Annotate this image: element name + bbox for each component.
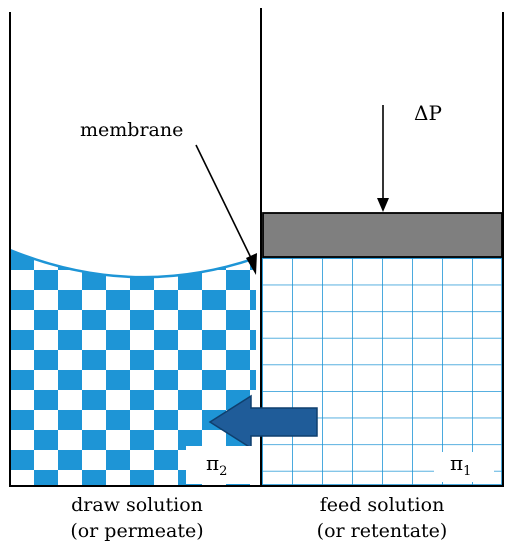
piston — [262, 212, 503, 258]
meniscus — [9, 248, 257, 279]
pi-1-label: π1 — [450, 451, 471, 479]
feed-solution-caption: feed solution — [320, 494, 445, 516]
draw-solution-liquid — [9, 248, 257, 485]
feed-solution-caption-sub: (or retentate) — [317, 520, 448, 542]
draw-solution-caption: draw solution — [71, 494, 203, 516]
feed-solution-liquid — [261, 257, 503, 486]
membrane-pointer-arrow — [195, 144, 257, 275]
membrane-label: membrane — [80, 119, 183, 141]
draw-solution-caption-sub: (or permeate) — [70, 520, 203, 542]
container-walls — [9, 8, 504, 487]
water-flow-arrow — [208, 394, 318, 450]
delta-p-label: ΔP — [414, 101, 442, 125]
pi-2-label: π2 — [206, 451, 227, 479]
pressure-arrow — [377, 105, 389, 212]
flow-arrow-shape — [208, 394, 318, 450]
